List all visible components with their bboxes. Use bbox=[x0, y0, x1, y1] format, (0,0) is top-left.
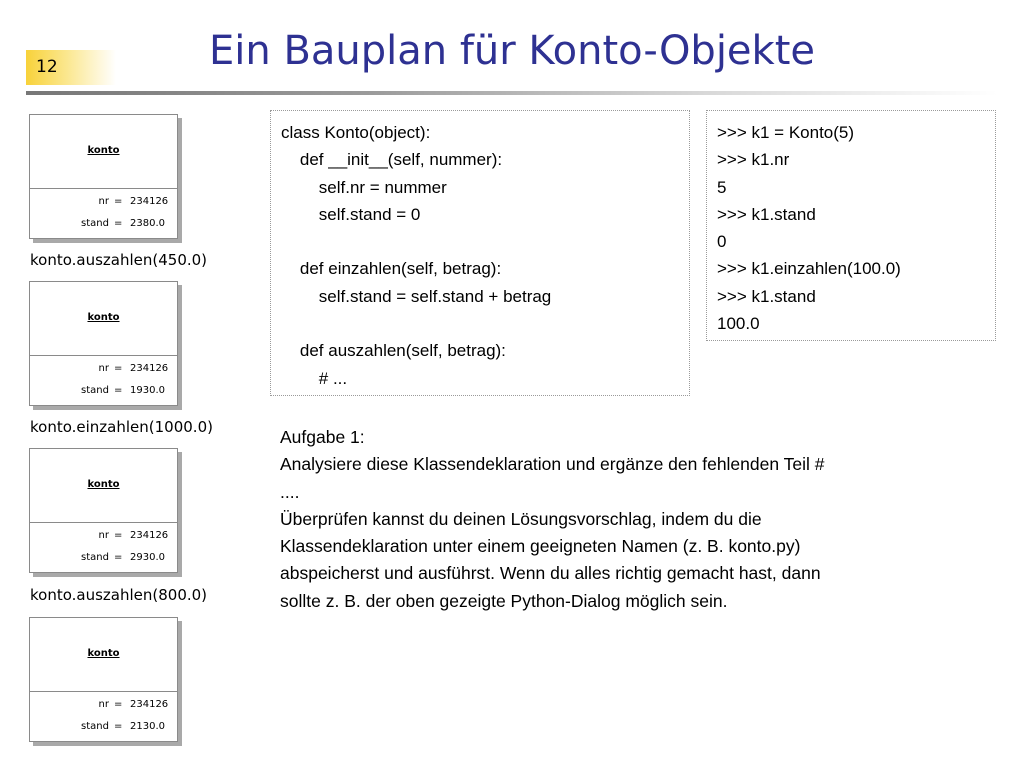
object-diagram-1: konto nr = 234126 stand = 2380.0 bbox=[29, 114, 178, 239]
method-call-2: konto.einzahlen(1000.0) bbox=[30, 418, 213, 436]
code-line: class Konto(object): bbox=[281, 123, 431, 142]
attribute-value: 234126 bbox=[130, 530, 169, 541]
code-line: self.stand = 0 bbox=[281, 204, 421, 224]
code-line bbox=[281, 228, 689, 255]
equals-sign: = bbox=[114, 385, 123, 396]
object-attributes: nr = 234126 stand = 2130.0 bbox=[30, 692, 177, 741]
object-attributes: nr = 234126 stand = 2380.0 bbox=[30, 189, 177, 238]
dialog-line: 5 bbox=[717, 177, 727, 197]
equals-sign: = bbox=[114, 552, 123, 563]
task-line: Analysiere diese Klassendeklaration und … bbox=[280, 454, 825, 475]
dialog-line: >>> k1 = Konto(5) bbox=[717, 123, 855, 142]
attribute-row: nr = 234126 bbox=[30, 698, 177, 712]
object-name: konto bbox=[87, 479, 120, 490]
equals-sign: = bbox=[114, 218, 123, 229]
attribute-row: stand = 2380.0 bbox=[30, 217, 177, 231]
task-text: Aufgabe 1: Analysiere diese Klassendekla… bbox=[280, 424, 1000, 615]
slide-title: Ein Bauplan für Konto-Objekte bbox=[209, 28, 815, 74]
attribute-key: stand bbox=[81, 218, 109, 229]
attribute-key: stand bbox=[81, 385, 109, 396]
object-name-cell: konto bbox=[30, 282, 177, 356]
dialog-line: 100.0 bbox=[717, 314, 760, 334]
object-name-cell: konto bbox=[30, 449, 177, 523]
equals-sign: = bbox=[114, 721, 123, 732]
equals-sign: = bbox=[114, 530, 123, 541]
attribute-row: stand = 2930.0 bbox=[30, 551, 177, 565]
equals-sign: = bbox=[114, 363, 123, 374]
attribute-row: stand = 2130.0 bbox=[30, 720, 177, 734]
code-line: # ... bbox=[281, 368, 348, 388]
dialog-line: >>> k1.stand bbox=[717, 204, 816, 224]
title-divider bbox=[26, 91, 998, 95]
dialog-line: >>> k1.stand bbox=[717, 286, 816, 306]
equals-sign: = bbox=[114, 699, 123, 710]
class-code-box: class Konto(object): def __init__(self, … bbox=[270, 110, 690, 396]
equals-sign: = bbox=[114, 196, 123, 207]
object-diagram-2: konto nr = 234126 stand = 1930.0 bbox=[29, 281, 178, 406]
attribute-value: 234126 bbox=[130, 699, 169, 710]
object-name: konto bbox=[87, 648, 120, 659]
attribute-row: nr = 234126 bbox=[30, 195, 177, 209]
attribute-row: nr = 234126 bbox=[30, 362, 177, 376]
object-name-cell: konto bbox=[30, 618, 177, 692]
attribute-key: stand bbox=[81, 721, 109, 732]
dialog-line: >>> k1.nr bbox=[717, 150, 790, 170]
attribute-key: nr bbox=[98, 196, 109, 207]
code-line: def einzahlen(self, betrag): bbox=[281, 259, 502, 279]
dialog-line: >>> k1.einzahlen(100.0) bbox=[717, 259, 901, 279]
attribute-key: nr bbox=[98, 530, 109, 541]
code-line: self.nr = nummer bbox=[281, 177, 447, 197]
attribute-key: stand bbox=[81, 552, 109, 563]
attribute-value: 234126 bbox=[130, 196, 169, 207]
object-name-cell: konto bbox=[30, 115, 177, 189]
attribute-key: nr bbox=[98, 363, 109, 374]
task-line: .... bbox=[280, 481, 300, 502]
object-attributes: nr = 234126 stand = 1930.0 bbox=[30, 356, 177, 405]
object-name: konto bbox=[87, 145, 120, 156]
method-call-3: konto.auszahlen(800.0) bbox=[30, 586, 208, 604]
object-diagram-3: konto nr = 234126 stand = 2930.0 bbox=[29, 448, 178, 573]
attribute-value: 1930.0 bbox=[130, 385, 165, 396]
attribute-row: nr = 234126 bbox=[30, 529, 177, 543]
code-line: def auszahlen(self, betrag): bbox=[281, 341, 506, 361]
task-line: sollte z. B. der oben gezeigte Python-Di… bbox=[280, 590, 728, 611]
task-line: Klassendeklaration unter einem geeignete… bbox=[280, 536, 801, 557]
attribute-value: 2930.0 bbox=[130, 552, 165, 563]
task-line: abspeicherst und ausführst. Wenn du alle… bbox=[280, 563, 821, 584]
object-attributes: nr = 234126 stand = 2930.0 bbox=[30, 523, 177, 572]
attribute-key: nr bbox=[98, 699, 109, 710]
attribute-row: stand = 1930.0 bbox=[30, 384, 177, 398]
attribute-value: 2380.0 bbox=[130, 218, 165, 229]
code-line: def __init__(self, nummer): bbox=[281, 150, 503, 170]
task-line: Aufgabe 1: bbox=[280, 427, 365, 447]
object-name: konto bbox=[87, 312, 120, 323]
code-line bbox=[281, 310, 689, 337]
slide-number: 12 bbox=[26, 50, 116, 85]
attribute-value: 234126 bbox=[130, 363, 169, 374]
python-dialog-box: >>> k1 = Konto(5) >>> k1.nr 5 >>> k1.sta… bbox=[706, 110, 996, 341]
task-line: Überprüfen kannst du deinen Lösungsvorsc… bbox=[280, 508, 762, 529]
method-call-1: konto.auszahlen(450.0) bbox=[30, 251, 208, 269]
attribute-value: 2130.0 bbox=[130, 721, 165, 732]
dialog-line: 0 bbox=[717, 232, 727, 252]
object-diagram-4: konto nr = 234126 stand = 2130.0 bbox=[29, 617, 178, 742]
code-line: self.stand = self.stand + betrag bbox=[281, 286, 552, 306]
